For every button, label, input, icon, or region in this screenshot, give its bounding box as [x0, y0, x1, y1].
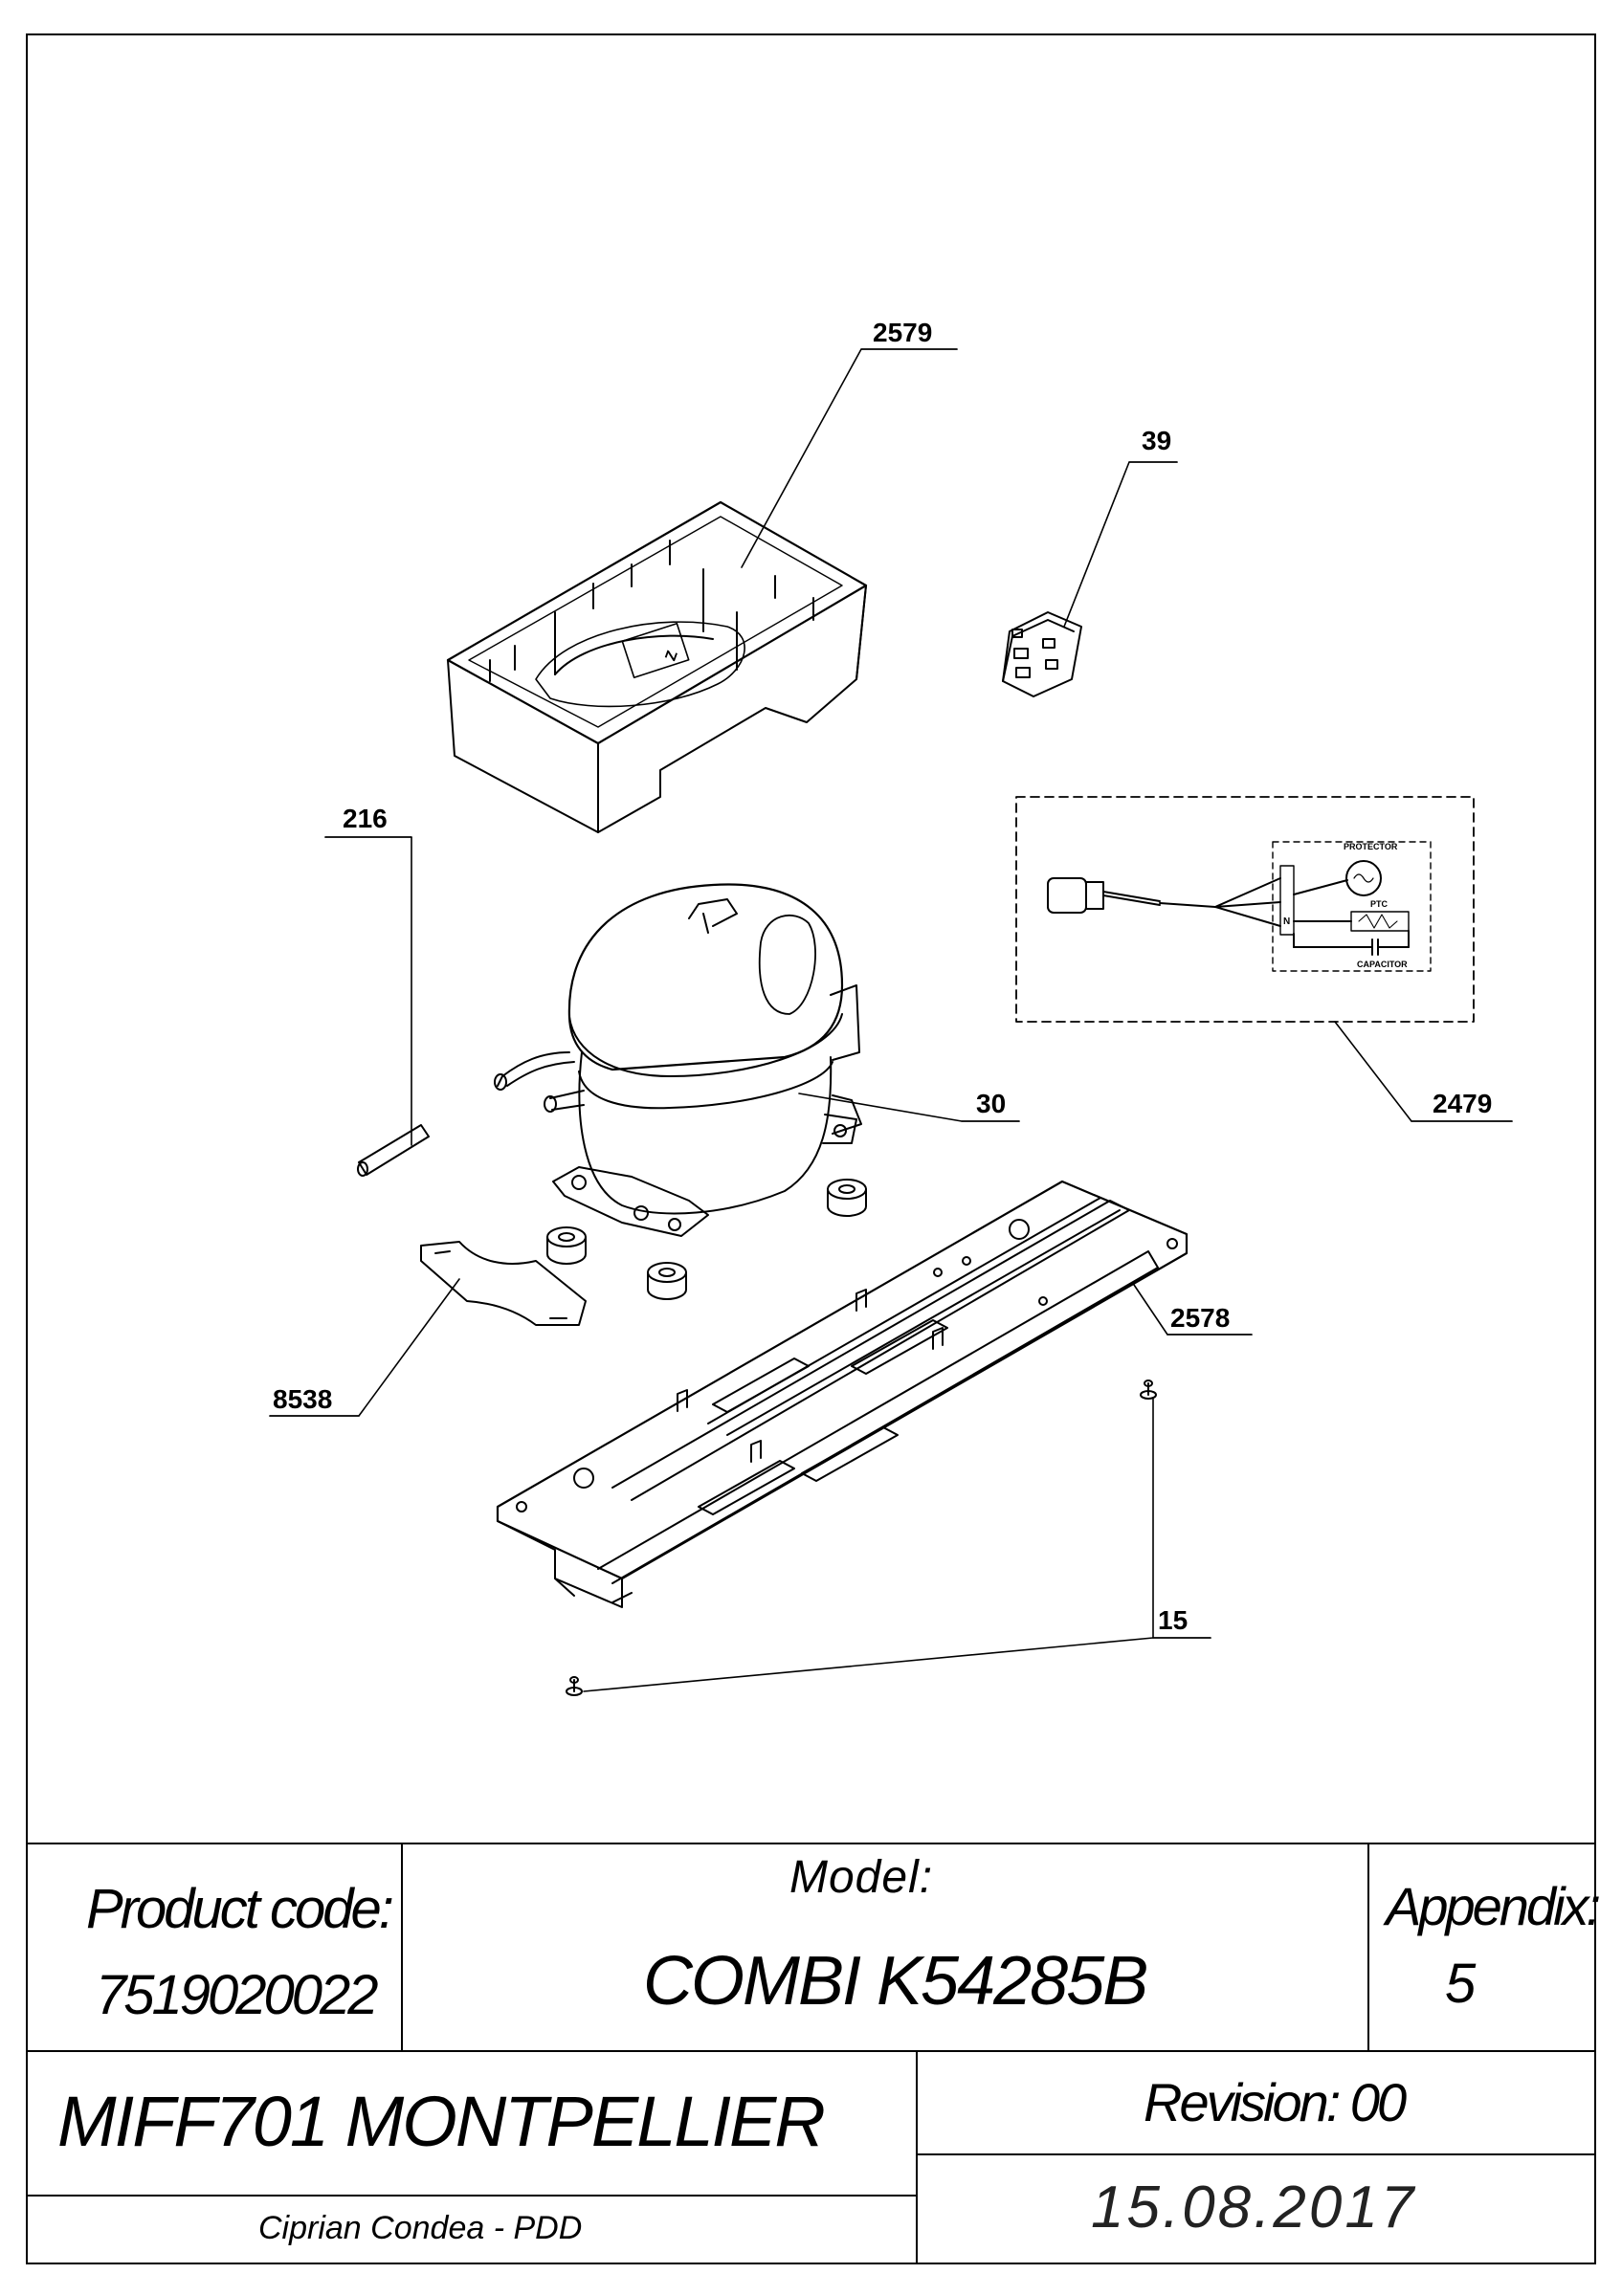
part-216-tube	[357, 1124, 430, 1177]
product-code-value: 7519020022	[96, 1964, 379, 2026]
part-2579-cover-tray: Z	[446, 500, 868, 833]
sheet-frame	[26, 33, 1596, 2264]
callout-2479: 2479	[1433, 1089, 1492, 1118]
revision-text: Revision: 00	[1144, 2072, 1407, 2132]
callout-underlines	[269, 348, 1513, 1639]
appendix-label: Appendix:	[1386, 1876, 1601, 1936]
callout-30: 30	[976, 1089, 1006, 1118]
callout-15: 15	[1158, 1605, 1188, 1635]
callout-2579: 2579	[873, 318, 932, 347]
appendix-value: 5	[1445, 1953, 1477, 2015]
ptc-text: PTC	[1370, 899, 1389, 909]
callout-216: 216	[343, 804, 388, 833]
rubber-grommets	[546, 1179, 867, 1300]
product-code-label: Product code:	[86, 1878, 394, 1940]
part-39-relay	[1002, 611, 1082, 697]
date-text: 15.08.2017	[1091, 2175, 1417, 2241]
capacitor-text: CAPACITOR	[1357, 960, 1408, 969]
model-value: COMBI K54285B	[643, 1943, 1148, 2020]
model-label: Model:	[789, 1852, 934, 1903]
callout-2578: 2578	[1170, 1303, 1230, 1333]
part-2479-wiring: PROTECTOR PTC CAPACITOR N	[1015, 796, 1475, 1023]
part-15-screws	[566, 1380, 1157, 1696]
part-8538-plate	[420, 1241, 587, 1326]
neutral-text: N	[1283, 916, 1290, 927]
part-2578-base-plate	[496, 1180, 1189, 1608]
author-text: Ciprian Condea - PDD	[258, 2210, 583, 2246]
protector-text: PROTECTOR	[1344, 842, 1398, 851]
project-title: MIFF701 MONTPELLIER	[57, 2082, 826, 2161]
callout-39: 39	[1142, 426, 1171, 455]
callout-8538: 8538	[273, 1384, 332, 1414]
part-30-compressor	[494, 883, 862, 1237]
